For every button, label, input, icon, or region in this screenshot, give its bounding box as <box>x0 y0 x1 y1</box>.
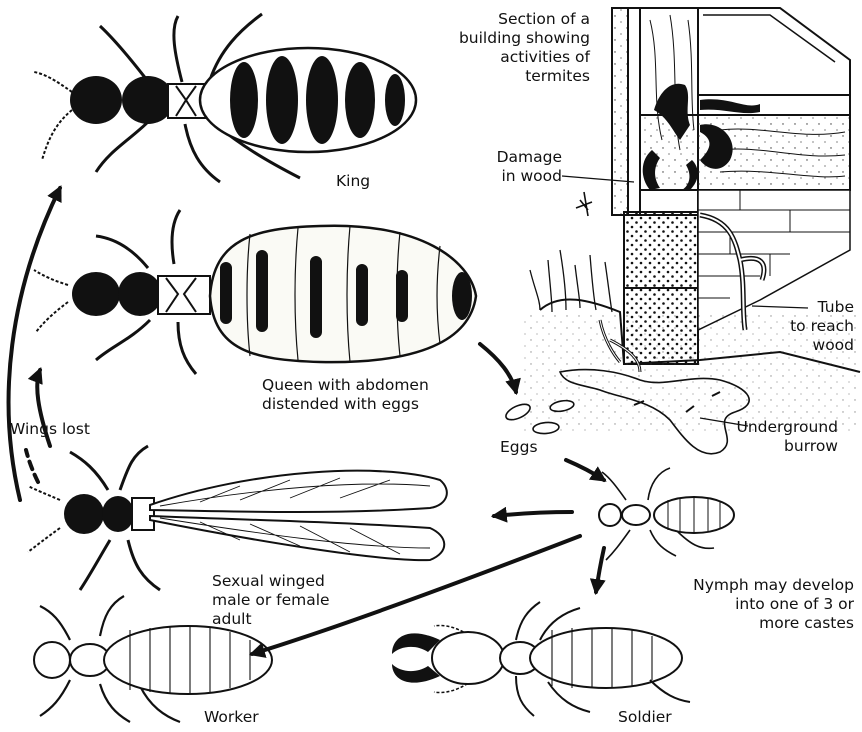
label-damage-in-wood: Damage in wood <box>497 148 562 186</box>
queen-termite-illustration <box>34 210 476 374</box>
label-tube-line-2: to reach <box>790 317 854 336</box>
label-nymph-line-1: Nymph may develop <box>693 576 854 595</box>
label-building-section-line-3: activities of <box>459 48 590 67</box>
label-king: King <box>336 172 370 191</box>
label-underground-line-2: burrow <box>737 437 838 456</box>
king-termite-illustration <box>34 14 416 182</box>
label-nymph: Nymph may develop into one of 3 or more … <box>693 576 854 633</box>
label-building-section: Section of a building showing activities… <box>459 10 590 86</box>
arrow-wings-lost-to-king <box>9 188 60 500</box>
label-eggs: Eggs <box>500 438 538 457</box>
label-building-section-line-2: building showing <box>459 29 590 48</box>
label-queen-line-1: Queen with abdomen <box>262 376 429 395</box>
label-underground-burrow: Underground burrow <box>737 418 838 456</box>
label-tube-line-1: Tube <box>790 298 854 317</box>
label-tube-line-3: wood <box>790 336 854 355</box>
arrow-nymph-to-winged <box>494 512 572 516</box>
label-wings-lost: Wings lost <box>10 420 90 439</box>
label-damage-line-1: Damage <box>497 148 562 167</box>
label-winged-line-3: adult <box>212 610 330 629</box>
soldier-termite-illustration <box>392 602 690 716</box>
label-queen-line-2: distended with eggs <box>262 395 429 414</box>
label-building-section-line-1: Section of a <box>459 10 590 29</box>
label-damage-line-2: in wood <box>497 167 562 186</box>
arrow-nymph-to-soldier <box>596 548 604 592</box>
winged-adult-termite-illustration <box>28 446 447 590</box>
arrow-queen-to-eggs <box>480 344 516 392</box>
label-tube-to-reach-wood: Tube to reach wood <box>790 298 854 355</box>
label-sexual-winged-adult: Sexual winged male or female adult <box>212 572 330 629</box>
label-worker: Worker <box>204 708 259 727</box>
label-queen: Queen with abdomen distended with eggs <box>262 376 429 414</box>
label-winged-line-1: Sexual winged <box>212 572 330 591</box>
arrow-eggs-to-nymph <box>566 460 604 480</box>
label-underground-line-1: Underground <box>737 418 838 437</box>
label-soldier: Soldier <box>618 708 672 727</box>
label-nymph-line-3: more castes <box>693 614 854 633</box>
label-winged-line-2: male or female <box>212 591 330 610</box>
nymph-termite-illustration <box>599 468 734 560</box>
label-building-section-line-4: termites <box>459 67 590 86</box>
label-nymph-line-2: into one of 3 or <box>693 595 854 614</box>
arrow-wings-lost-dashes <box>26 450 38 482</box>
